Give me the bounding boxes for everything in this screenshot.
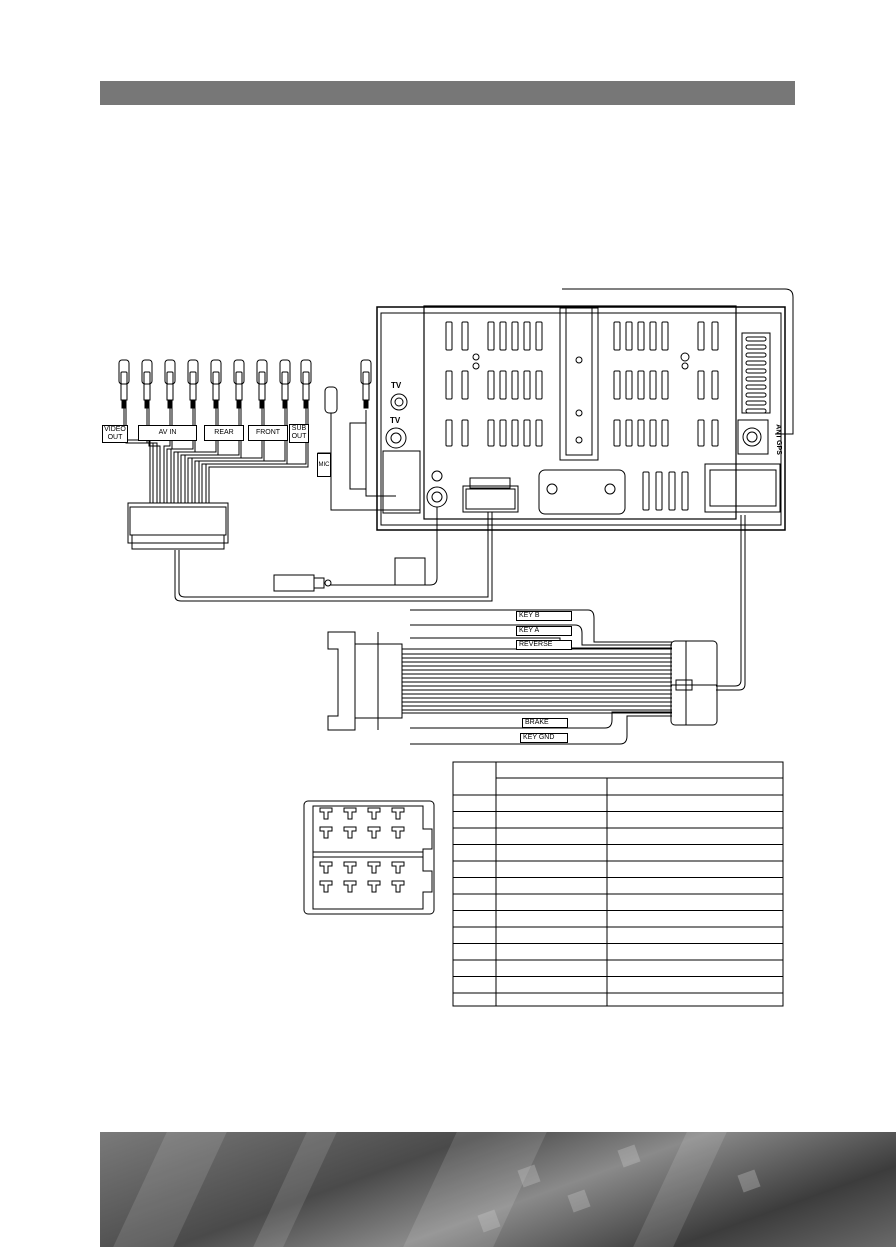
iso-connector-face (303, 800, 435, 915)
tv-lead (365, 410, 396, 497)
label-key-gnd: KEY GND (520, 733, 568, 743)
footer-banner (100, 1132, 896, 1247)
iso-cable (716, 515, 746, 691)
label-key-b: KEY B (516, 611, 572, 621)
label-av-in: AV IN (138, 425, 197, 441)
pin-table-rows (453, 811, 783, 994)
junction-block (127, 502, 229, 550)
label-rear: REAR (204, 425, 244, 441)
mic-cable (317, 386, 421, 511)
iso-pins (319, 807, 405, 893)
rca-plug (360, 359, 372, 409)
vent-slots (445, 321, 767, 511)
head-unit-chassis (349, 305, 786, 531)
label-brake: BRAKE (522, 718, 568, 728)
wiring-harness (327, 609, 718, 745)
label-tv: TV (391, 381, 402, 390)
label-gps: GPS (774, 440, 782, 455)
pin-table (452, 761, 784, 1007)
label-tv-2: TV (390, 416, 401, 425)
label-sub-out: SUB OUT (289, 424, 309, 443)
harness-wires (402, 653, 672, 711)
section-header-bar (100, 81, 795, 105)
label-front: FRONT (248, 425, 288, 441)
label-mic: MIC (317, 453, 331, 477)
label-video-out: VIDEO OUT (102, 425, 128, 443)
label-key-a: KEY A (516, 626, 572, 636)
label-ant: ANT (774, 424, 782, 439)
gps-lead (562, 288, 794, 435)
label-reverse: REVERSE (516, 640, 572, 650)
junction-cables (174, 507, 493, 602)
